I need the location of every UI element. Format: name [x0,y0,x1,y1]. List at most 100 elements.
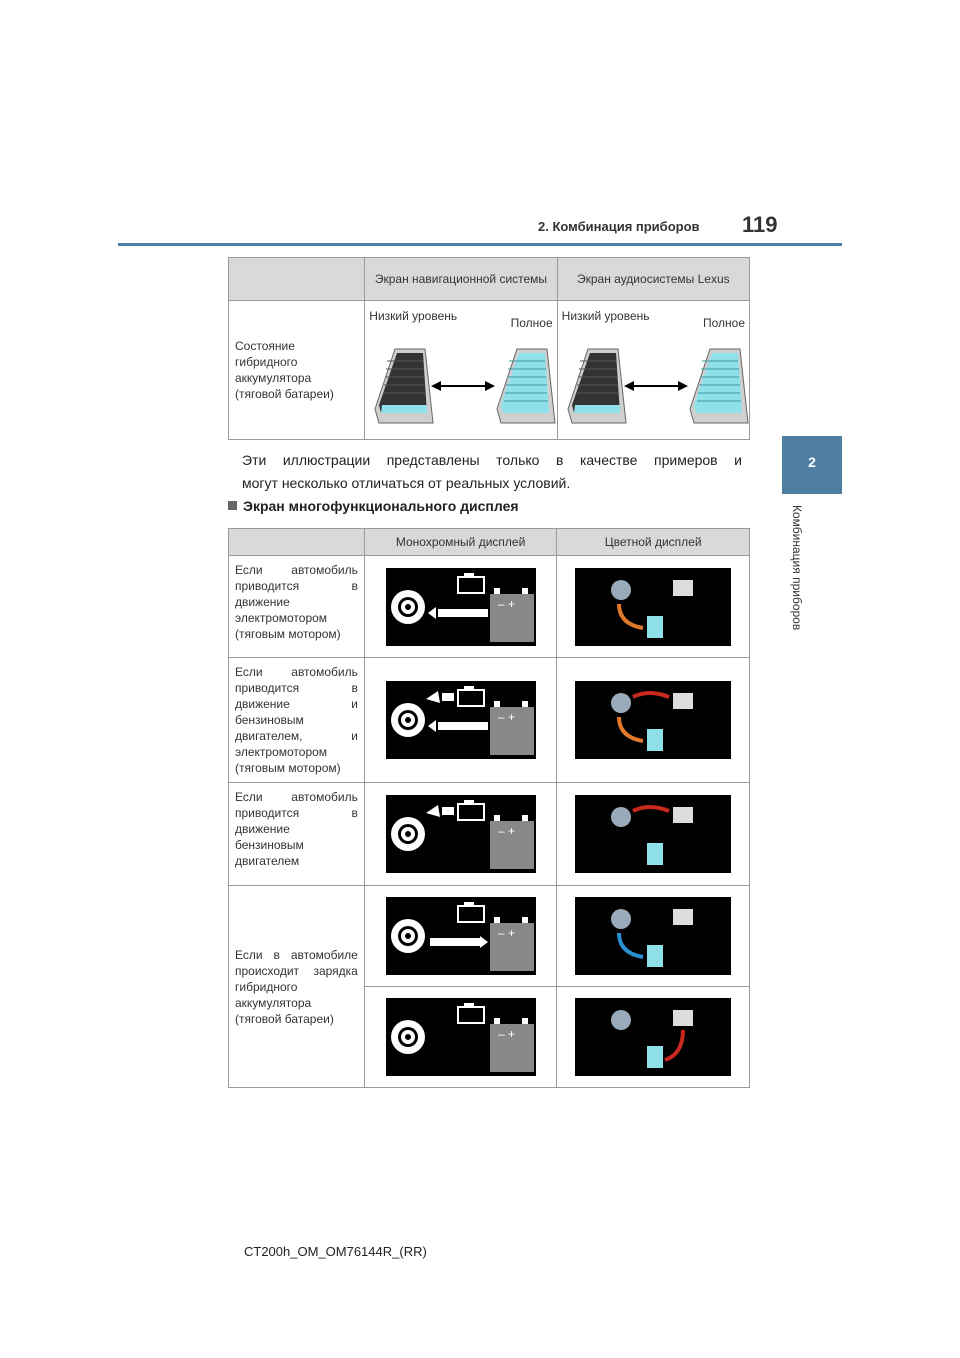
svg-text:– +: – + [498,597,515,611]
battery-table: Экран навигационной системы Экран аудиос… [227,257,751,440]
red-flow-arrow [632,691,670,699]
color-display-engine [556,782,750,886]
table2-header-mono: Монохромный дисплей [363,528,558,556]
battery-low-to-full-illustration [374,348,556,424]
mono-display-panel: – + [385,998,536,1076]
double-arrow-icon [623,381,688,391]
flow-arrow-left [427,720,488,732]
color-display-electric [556,555,750,658]
engine-icon [673,909,694,925]
engine-icon [673,807,694,823]
battery-icon [647,843,664,865]
mono-display-charging-1: – + [363,885,558,987]
table1-header-audio: Экран аудиосистемы Lexus [556,257,751,301]
row-label-hybrid: Если автомобиль приводится в движение и … [228,657,365,783]
color-display-panel [575,998,732,1076]
red-flow-arrow [664,1029,686,1062]
orange-flow-arrow [617,716,644,743]
full-level-label: Полное [510,316,553,330]
wheel-icon [611,1010,632,1030]
battery-low-to-full-illustration [567,348,749,424]
section-title: 2. Комбинация приборов [538,219,700,234]
mono-display-panel: – + [385,567,536,646]
engine-icon [673,693,694,709]
battery-icon: – + [489,587,534,642]
color-display-charging-2 [556,986,750,1088]
table2-header-color: Цветной дисплей [556,528,750,556]
header-rule [118,243,842,246]
table1-header-nav: Экран навигационной системы [364,257,558,301]
wheel-icon [611,579,632,600]
color-display-panel [575,795,732,873]
battery-icon: – + [489,815,534,869]
double-arrow-icon [431,381,496,391]
battery-cell-nav: Низкий уровень Полное [364,300,558,440]
mono-display-panel: – + [385,897,536,975]
battery-low-icon [374,348,434,424]
illustration-note: Эти иллюстрации представлены только в ка… [242,452,742,491]
engine-icon [673,1010,694,1026]
battery-cell-audio: Низкий уровень Полное [556,300,751,440]
battery-icon [647,729,664,751]
mono-display-electric: – + [363,555,558,658]
energy-monitor-table: Монохромный дисплей Цветной дисплей Если… [228,528,750,1088]
mono-display-charging-2: – + [363,986,558,1088]
flow-arrow-engine [425,805,454,817]
mono-display-panel: – + [385,681,536,759]
flow-arrow-engine [425,691,454,703]
battery-full-icon [496,348,556,424]
battery-full-icon [689,348,749,424]
wheel-icon [611,807,632,827]
page-number: 119 [742,212,778,237]
color-display-charging-1 [556,885,750,987]
engine-icon [456,800,485,821]
battery-icon: – + [489,1018,534,1072]
battery-low-icon [567,348,627,424]
row-label-charging: Если в автомобиле происходит зарядка гиб… [228,885,365,1088]
color-display-panel [575,681,732,759]
low-level-label: Низкий уровень [561,309,650,323]
battery-icon [647,1046,664,1068]
wheel-icon [611,693,632,713]
row-label-engine: Если автомобиль приводится в движение бе… [228,782,365,886]
mono-display-hybrid: – + [363,657,558,783]
section-heading: Экран многофункционального дисплея [228,498,519,514]
svg-text:– +: – + [498,926,515,940]
row-label-electric: Если автомобиль приводится в движение эл… [228,555,365,658]
battery-row-label: Состояние гибридного аккумулятора (тягов… [227,300,366,440]
blue-flow-arrow [617,932,644,959]
table1-empty-header [227,257,366,301]
color-display-panel [575,897,732,975]
flow-arrow-left [427,606,488,619]
flow-arrow-right [429,936,488,948]
mono-display-engine: – + [363,782,558,886]
engine-icon [456,572,485,594]
full-level-label: Полное [702,316,745,330]
wheel-icon [390,817,425,851]
battery-icon [647,615,664,638]
engine-icon [673,579,694,596]
table2-empty-header [228,528,365,556]
engine-icon [456,1003,485,1024]
bullet-square-icon [228,501,237,510]
chapter-tab: 2 [782,436,842,494]
low-level-label: Низкий уровень [369,309,458,323]
svg-text:– +: – + [498,824,515,838]
svg-text:– +: – + [498,1027,515,1041]
battery-icon [647,945,664,967]
document-code: CT200h_OM_OM76144R_(RR) [244,1244,427,1259]
wheel-icon [390,589,425,624]
color-display-panel [575,567,732,646]
wheel-icon [390,703,425,737]
wheel-icon [390,919,425,953]
mono-display-panel: – + [385,795,536,873]
red-flow-arrow [632,805,670,813]
engine-icon [456,902,485,923]
wheel-icon [390,1020,425,1054]
color-display-hybrid [556,657,750,783]
svg-text:– +: – + [498,710,515,724]
engine-icon [456,686,485,707]
battery-icon: – + [489,701,534,755]
wheel-icon [611,909,632,929]
battery-icon: – + [489,917,534,971]
